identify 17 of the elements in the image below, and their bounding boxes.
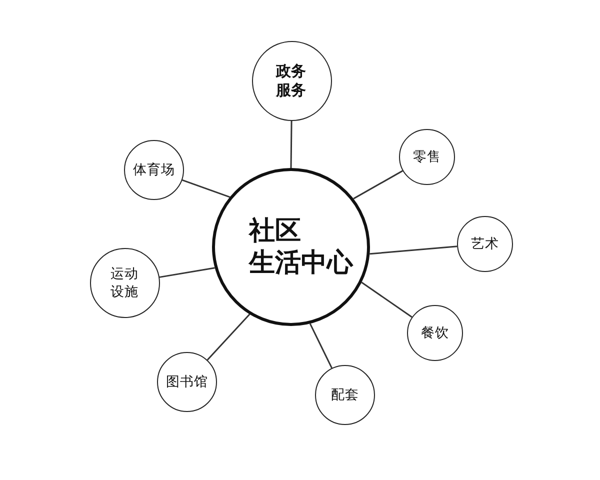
circle-label: 政务服务 bbox=[276, 62, 307, 100]
connector-line bbox=[206, 314, 250, 360]
circle-label: 餐饮 bbox=[421, 324, 449, 342]
circle-label: 图书馆 bbox=[166, 374, 208, 390]
connector-line bbox=[353, 170, 404, 200]
connector-line bbox=[361, 282, 412, 318]
connector-line bbox=[370, 246, 458, 255]
circle-label: 零售 bbox=[413, 148, 441, 166]
connector-line bbox=[182, 179, 230, 198]
circle-label: 配套 bbox=[331, 386, 359, 404]
circle-label: 体育场 bbox=[133, 162, 175, 178]
connector-line bbox=[309, 323, 332, 368]
circle-label: 社区生活中心 bbox=[249, 215, 354, 279]
connector-line bbox=[290, 121, 292, 168]
circle-label: 艺术 bbox=[471, 236, 499, 252]
connector-line bbox=[159, 267, 215, 278]
circle-label: 运动设施 bbox=[110, 265, 140, 301]
